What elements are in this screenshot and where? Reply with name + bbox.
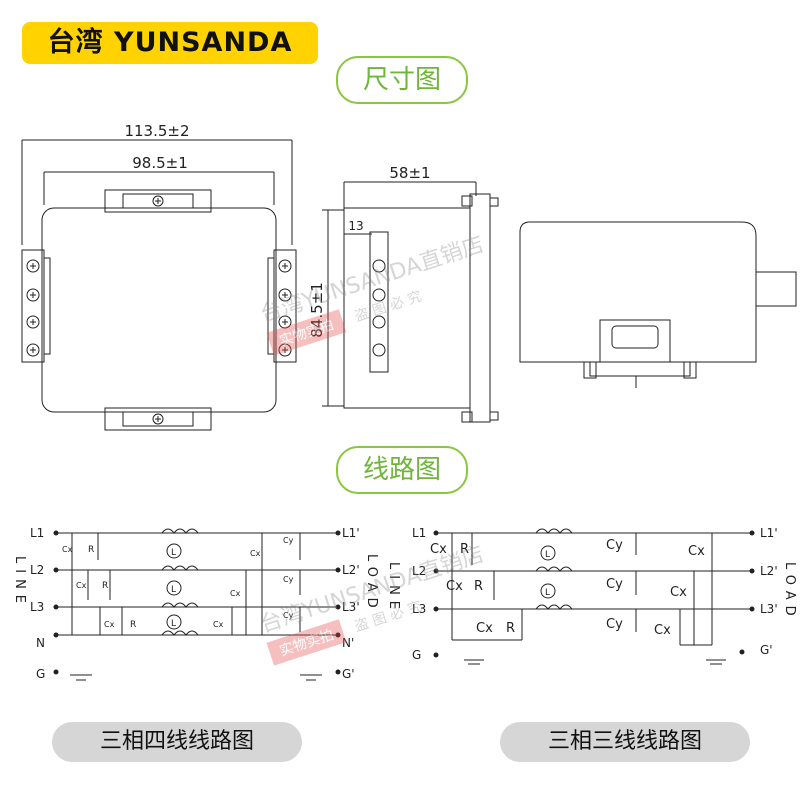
circuit-3wire <box>436 528 752 665</box>
dim-overall-width: 113.5±2 <box>124 122 189 140</box>
c4-cx-2: Cx <box>76 581 87 590</box>
c4-cx-6: Cx <box>213 620 224 629</box>
dimensions-section-title: 尺寸图 <box>336 56 468 104</box>
c4-ground-out: G' <box>342 667 355 681</box>
c3-r-1: R <box>460 542 469 557</box>
c4-input-l2: L2 <box>30 563 44 577</box>
c4-cy-3: Cy <box>283 611 294 620</box>
c4-cx-4: Cx <box>250 549 261 558</box>
c4-output-l2: L2' <box>342 563 360 577</box>
c3-side-load: LOAD <box>782 562 797 622</box>
side-view <box>322 181 499 423</box>
c3-ground-in: G <box>412 648 421 662</box>
c4-side-load: LOAD <box>364 554 379 614</box>
dimension-drawings: 113.5±2 98.5±1 58±1 13 84.5±1 <box>21 122 797 431</box>
dim-terminal-offset: 13 <box>348 219 363 233</box>
c4-input-l1: L1 <box>30 526 44 540</box>
circuit-section-title: 线路图 <box>336 446 468 494</box>
circuit-4wire <box>56 528 338 681</box>
c3-ground-out: G' <box>760 643 773 657</box>
c3-output-l2: L2' <box>760 564 778 578</box>
c3-input-l1: L1 <box>412 526 426 540</box>
circuit-diagrams: L1 L2 L3 N G L1' L2' L3' N' G' Cx R Cx R… <box>12 526 797 681</box>
c4-input-l3: L3 <box>30 600 44 614</box>
brand-badge: 台湾 YUNSANDA <box>22 22 318 64</box>
c4-r-3: R <box>130 620 136 630</box>
c3-side-line: LINE <box>386 562 401 615</box>
c4-cx-5: Cx <box>230 589 241 598</box>
c4-cx-1: Cx <box>62 545 73 554</box>
c4-output-n: N' <box>342 636 354 650</box>
c3-cx-2: Cx <box>446 579 463 594</box>
c4-r-2: R <box>102 581 108 591</box>
c3-cx-4: Cx <box>688 544 705 559</box>
c3-cx-1: Cx <box>430 542 447 557</box>
c3-output-l3: L3' <box>760 602 778 616</box>
c3-cy-1: Cy <box>606 538 623 553</box>
c4-cy-1: Cy <box>283 536 294 545</box>
c3-l-1: L <box>545 550 550 560</box>
c4-ground-in: G <box>36 667 45 681</box>
front-view <box>21 139 297 431</box>
dim-height: 84.5±1 <box>308 282 326 338</box>
c4-input-n: N <box>36 636 45 650</box>
c4-cx-3: Cx <box>104 620 115 629</box>
c3-l-2: L <box>545 588 550 598</box>
c3-input-l3: L3 <box>412 602 426 616</box>
c3-cx-5: Cx <box>670 585 687 600</box>
c4-l-3: L <box>171 619 176 629</box>
c3-output-l1: L1' <box>760 526 778 540</box>
c4-side-line: LINE <box>12 556 27 609</box>
c3-cx-3: Cx <box>476 621 493 636</box>
c3-r-2: R <box>474 579 483 594</box>
dim-depth: 58±1 <box>389 164 430 182</box>
c3-r-3: R <box>506 621 515 636</box>
c3-cy-2: Cy <box>606 577 623 592</box>
c4-output-l3: L3' <box>342 600 360 614</box>
c4-cy-2: Cy <box>283 575 294 584</box>
c3-input-l2: L2 <box>412 564 426 578</box>
c3-cy-3: Cy <box>606 617 623 632</box>
caption-three-wire: 三相三线线路图 <box>500 722 750 762</box>
end-view <box>519 221 797 388</box>
c4-r-1: R <box>88 545 94 555</box>
c4-l-2: L <box>171 585 176 595</box>
c4-l-1: L <box>171 548 176 558</box>
c3-cx-6: Cx <box>654 623 671 638</box>
dim-mount-width: 98.5±1 <box>132 154 188 172</box>
caption-four-wire: 三相四线线路图 <box>52 722 302 762</box>
c4-output-l1: L1' <box>342 526 360 540</box>
